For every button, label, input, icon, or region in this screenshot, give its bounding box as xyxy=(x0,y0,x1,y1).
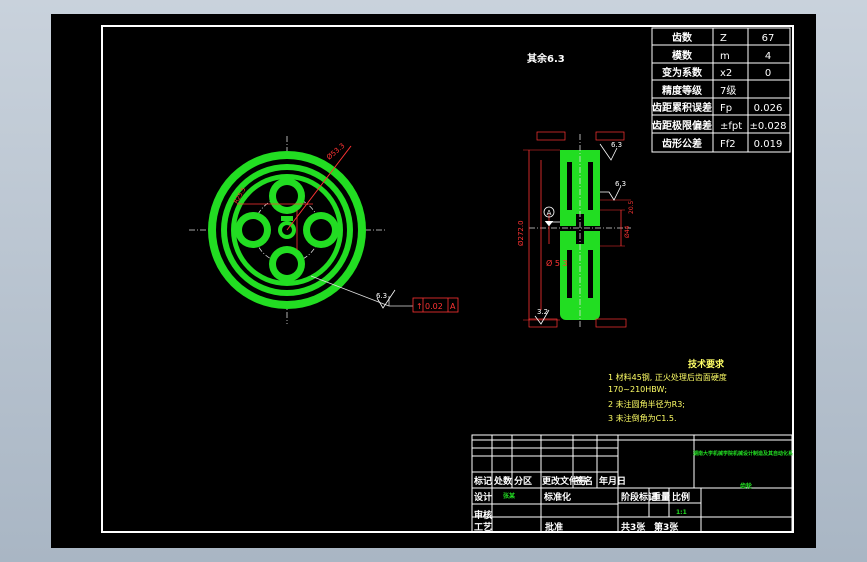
param-symbol: ±fpt xyxy=(720,121,742,132)
tb-design-label: 设计 xyxy=(474,491,492,503)
svg-text:Ø44: Ø44 xyxy=(624,225,631,238)
tb-sheet: 第3张 xyxy=(654,521,679,533)
tech-line: 3 未注倒角为C1.5. xyxy=(608,413,676,423)
tb-scale-label: 比例 xyxy=(672,491,690,503)
roughness-a: 6.3 xyxy=(611,141,622,149)
tb-scale-value: 1:1 xyxy=(676,509,687,516)
front-view-annotation: 6.3 ↑ 0.02 A xyxy=(310,275,459,313)
tb-header: 分区 xyxy=(514,475,532,487)
drawing-frame xyxy=(101,25,794,533)
param-symbol: Z xyxy=(720,33,727,44)
params-names: 齿数 模数 变为系数 精度等级 齿距累积误差 齿距极限偏差 齿形公差 xyxy=(652,31,712,150)
tb-header: 签名 xyxy=(574,475,593,487)
tb-std-label: 标准化 xyxy=(543,491,571,503)
svg-text:Ø53.3: Ø53.3 xyxy=(325,142,346,162)
tb-header: 处数 xyxy=(493,475,513,487)
tb-approve-label: 批准 xyxy=(545,521,563,533)
tolerance-value: 0.02 xyxy=(425,302,443,311)
param-value: ±0.028 xyxy=(749,121,786,132)
gear-side-view: Ø272.0 Ø 5 3 Ø44 20.5 A 6.3 6.3 3.2 xyxy=(517,131,635,329)
cad-viewport[interactable]: 齿数 模数 变为系数 精度等级 齿距累积误差 齿距极限偏差 齿形公差 Z m x… xyxy=(51,14,816,548)
svg-text:Ø272.0: Ø272.0 xyxy=(517,220,525,246)
tb-header: 标记 xyxy=(473,475,492,487)
datum-a: A xyxy=(547,209,552,217)
param-symbol: m xyxy=(720,51,730,62)
param-value: 4 xyxy=(765,51,771,62)
param-name: 变为系数 xyxy=(662,66,703,79)
param-symbol: Fp xyxy=(720,103,732,114)
tb-header: 更改文件号 xyxy=(542,475,587,487)
params-table xyxy=(651,27,791,153)
roughness-b: 3.2 xyxy=(537,308,548,316)
title-block-text: 标记 处数 分区 更改文件号 签名 年月日 设计 张某 标准化 阶段标记 重量 … xyxy=(473,450,793,533)
param-symbol: Ff2 xyxy=(720,139,736,150)
params-symbols: Z m x2 7级 Fp ±fpt Ff2 xyxy=(720,33,742,150)
bore-diameter: Ø 5 3 xyxy=(546,258,568,268)
tb-part-name: 齿轮 xyxy=(740,482,752,490)
param-name: 齿距累积误差 xyxy=(652,101,712,114)
tb-designer: 张某 xyxy=(503,492,516,500)
params-values: 67 4 0 0.026 ±0.028 0.019 xyxy=(749,33,786,150)
param-value: 0 xyxy=(765,68,771,79)
tech-line: 170~210HBW; xyxy=(608,385,667,394)
param-name: 齿形公差 xyxy=(662,137,702,150)
svg-text:↑: ↑ xyxy=(416,302,423,311)
tb-school: 湖南大学机械学院机械设计制造及其自动化系 xyxy=(693,450,793,457)
param-symbol: 7级 xyxy=(720,85,736,97)
datum-letter: A xyxy=(450,302,456,311)
tech-title: 技术要求 xyxy=(688,358,725,370)
tb-stage-label: 阶段标记 xyxy=(621,491,657,503)
param-name: 齿距极限偏差 xyxy=(652,119,712,132)
tb-weight-label: 重量 xyxy=(652,491,670,503)
roughness-note: 其余6.3 xyxy=(527,52,565,65)
param-name: 齿数 xyxy=(672,31,693,44)
param-value: 67 xyxy=(762,33,775,44)
svg-text:20.5: 20.5 xyxy=(628,200,635,214)
param-value: 0.026 xyxy=(754,103,783,114)
tech-requirements: 技术要求 1 材料45钢, 正火处理后齿面硬度 170~210HBW; 2 未注… xyxy=(608,358,727,423)
title-block xyxy=(471,434,793,533)
param-name: 模数 xyxy=(672,49,693,62)
param-name: 精度等级 xyxy=(662,84,703,97)
tech-line: 2 未注圆角半径为R3; xyxy=(608,399,685,409)
tb-craft-label: 工艺 xyxy=(474,521,492,533)
tech-line: 1 材料45钢, 正火处理后齿面硬度 xyxy=(608,372,727,382)
gear-front-view: Ø53.3 R25.5 xyxy=(189,136,387,324)
tb-header: 年月日 xyxy=(599,475,626,487)
tb-sheets: 共3张 xyxy=(621,521,646,533)
roughness-c: 6.3 xyxy=(615,180,626,188)
drawing-canvas: 齿数 模数 变为系数 精度等级 齿距累积误差 齿距极限偏差 齿形公差 Z m x… xyxy=(189,27,793,533)
tb-review-label: 审核 xyxy=(474,509,492,521)
roughness-value: 6.3 xyxy=(376,292,387,300)
param-value: 0.019 xyxy=(754,139,783,150)
param-symbol: x2 xyxy=(720,68,732,79)
